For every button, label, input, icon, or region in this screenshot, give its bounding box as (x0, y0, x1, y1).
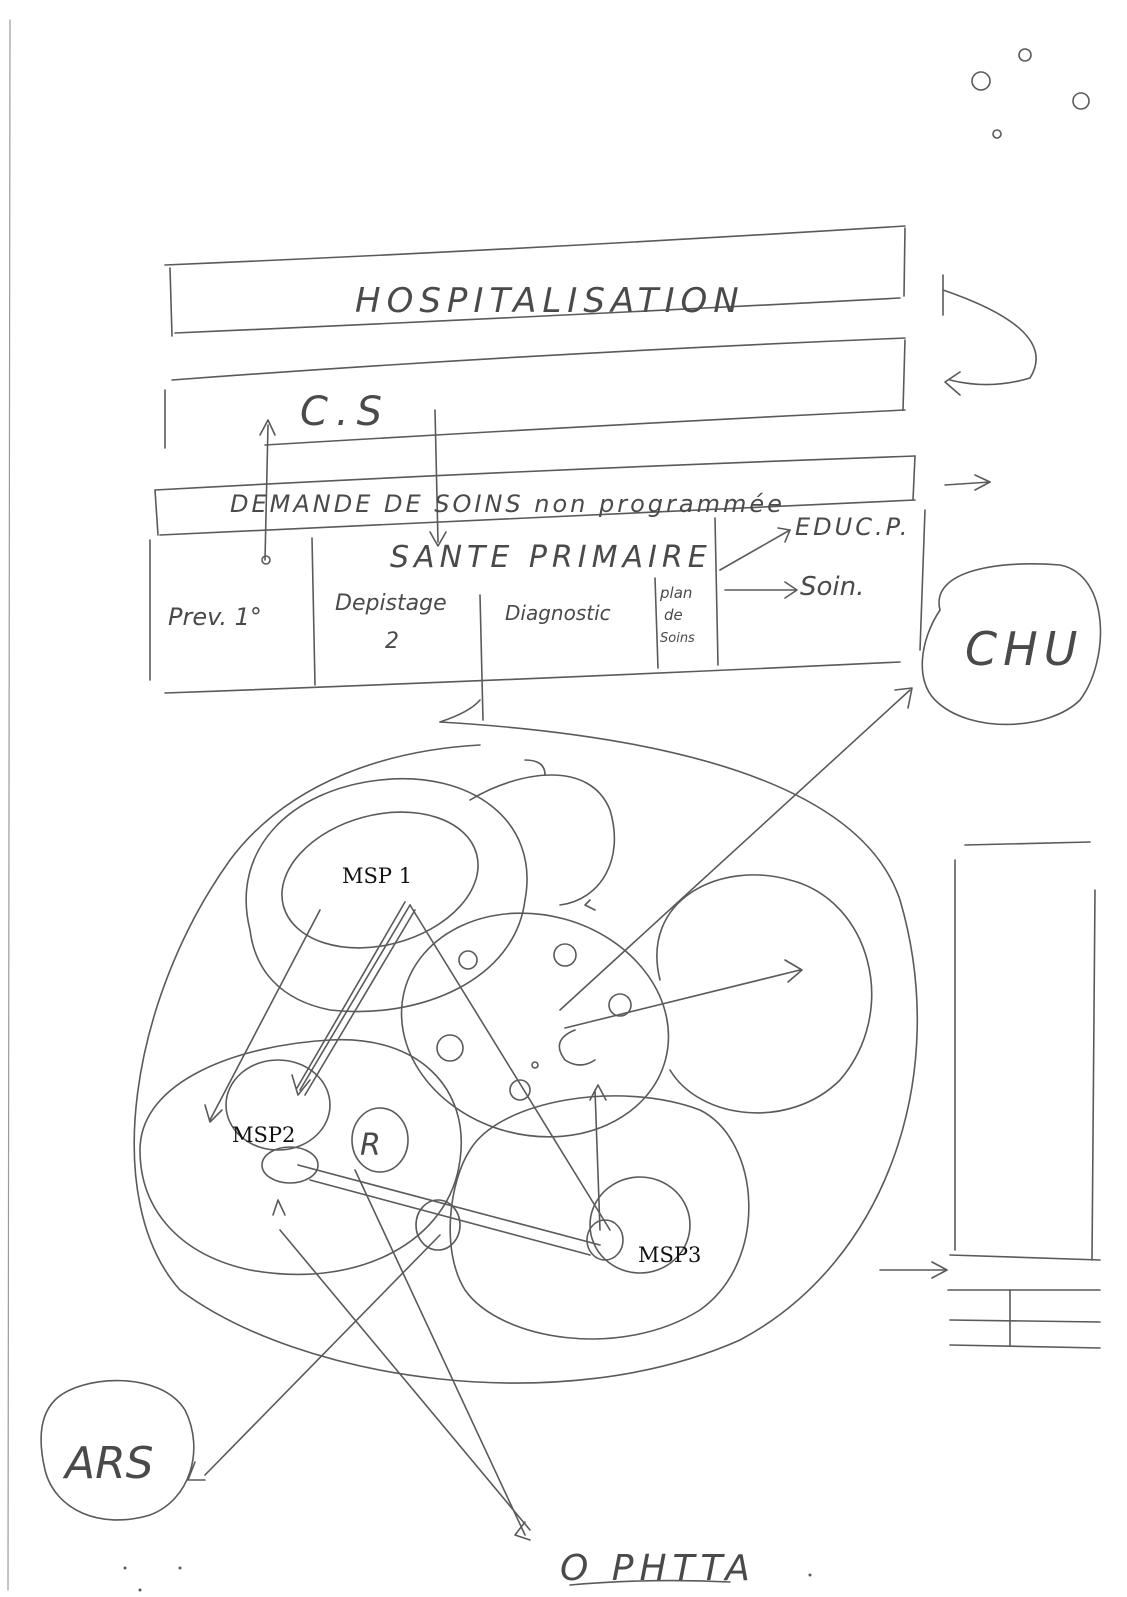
label-bottom: O PHTTA (560, 1548, 756, 1589)
label-msp3: MSP3 (638, 1243, 701, 1267)
column-depistage: Depistage (335, 591, 447, 616)
label-educ: EDUC.P. (795, 513, 910, 541)
column-plan-soins: Soins (660, 631, 695, 646)
outcome-arrows (719, 527, 798, 599)
label-sante-primaire: SANTE PRIMAIRE (390, 540, 712, 575)
territory-outline (133, 699, 918, 1384)
column-depistage-number: 2 (385, 629, 399, 654)
bottom-underline (569, 1579, 731, 1586)
label-msp2: MSP2 (232, 1123, 295, 1147)
label-cs: C.S (300, 389, 390, 435)
label-demande-soins: DEMANDE DE SOINS non programmée (230, 490, 785, 518)
layer-sante-primaire-table (149, 509, 926, 721)
column-plan-de: de (664, 606, 683, 624)
label-msp1: MSP 1 (342, 864, 412, 888)
layer-hospitalisation-band (164, 225, 906, 337)
stray-marks (123, 1566, 812, 1592)
layer-cs-band (164, 337, 906, 449)
label-soin: Soin. (800, 572, 864, 602)
label-chu: CHU (965, 622, 1083, 676)
top-right-doodles (971, 48, 1090, 139)
central-circles (436, 943, 632, 1101)
label-ars: ARS (62, 1438, 154, 1489)
label-hospitalisation: HOSPITALISATION (355, 281, 745, 321)
column-diagnostic: Diagnostic (505, 601, 611, 625)
paper-edge (7, 19, 11, 1591)
right-curved-arrow (942, 274, 1037, 491)
building-right (879, 841, 1101, 1349)
network-arrows (204, 687, 913, 1256)
inner-clusters (139, 759, 873, 1340)
chu-circle (921, 563, 1102, 726)
external-links (187, 1169, 531, 1541)
label-r: R (360, 1128, 381, 1163)
cs-arrows (259, 409, 447, 565)
ars-circle (40, 1379, 195, 1521)
column-plan: plan (659, 584, 692, 602)
column-prev: Prev. 1° (168, 603, 262, 631)
